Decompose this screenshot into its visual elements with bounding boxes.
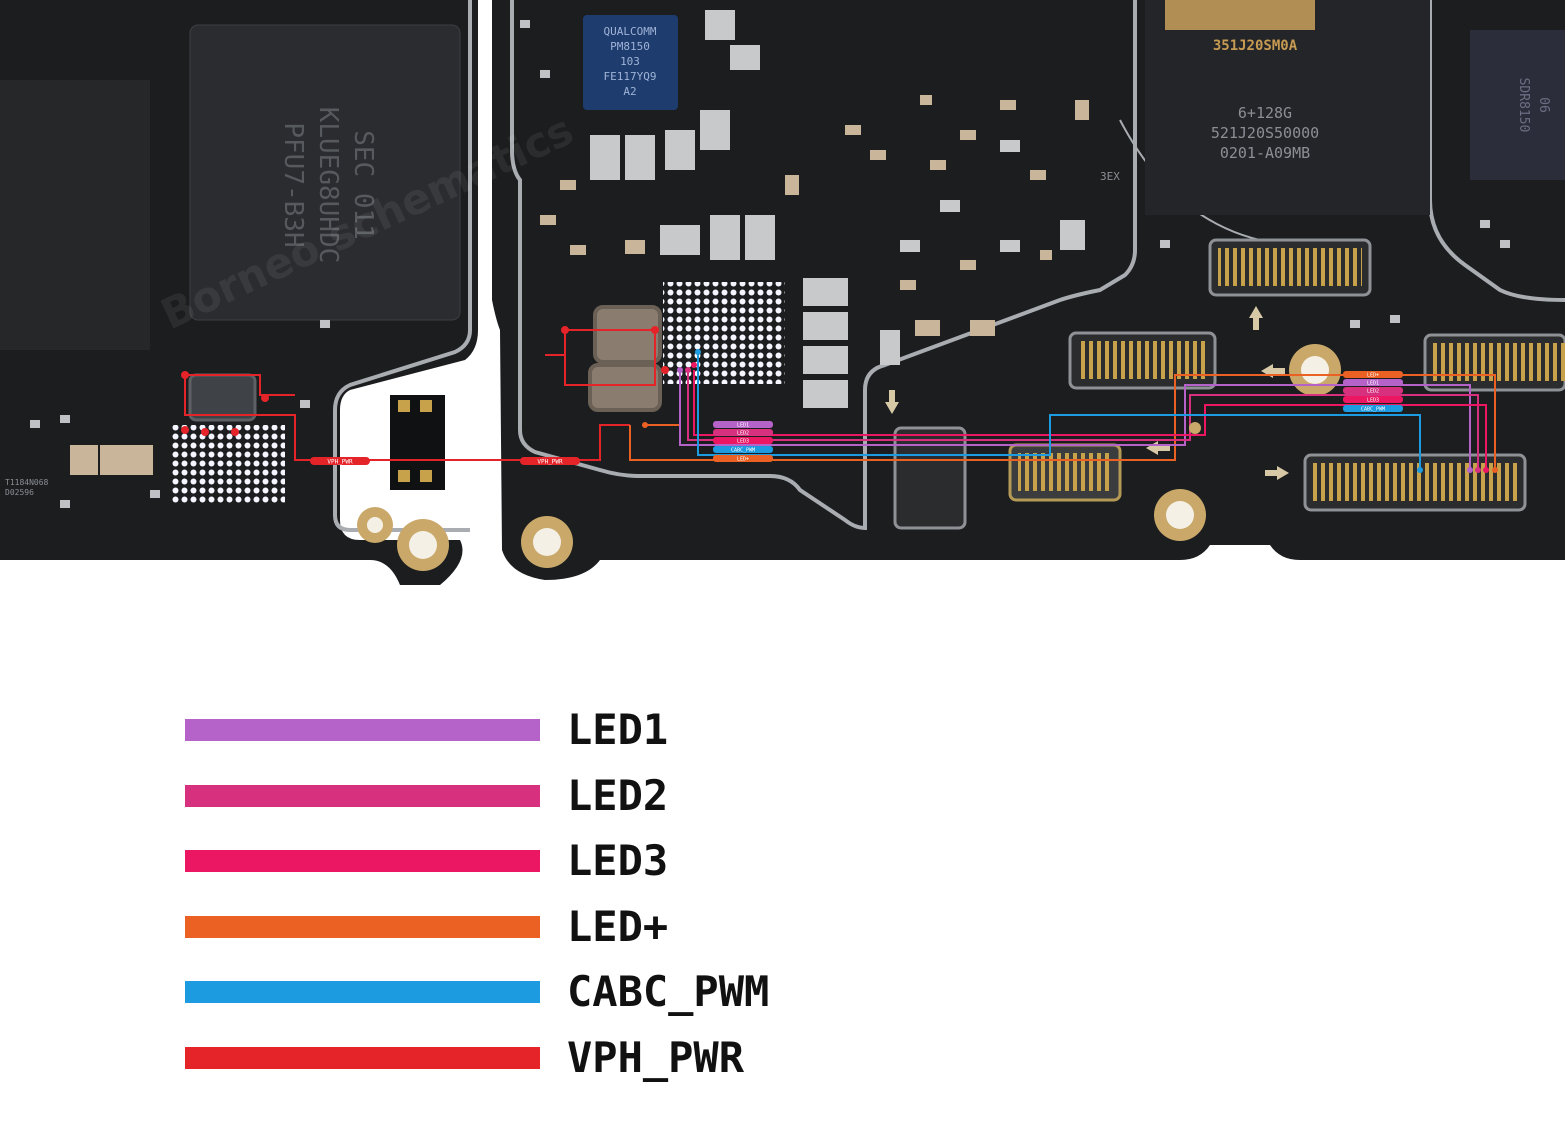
right-tag-cabc-pwm: CABC_PWM — [1361, 407, 1385, 413]
passive-components — [30, 10, 1510, 508]
center-tag-led1: LED1 — [737, 423, 749, 429]
memory-label-1: SEC 011 — [348, 130, 378, 240]
legend-swatch-led-plus — [185, 915, 540, 938]
pmic-label-4: FE117YQ9 — [604, 70, 657, 83]
vph-pwr-tag-right-text: VPH_PWR — [537, 459, 563, 466]
shield-outlines — [333, 0, 1565, 532]
legend-label-led-plus: LED+ — [567, 901, 669, 951]
legend-item-led3: LED3 — [185, 836, 885, 902]
legend-swatch-led2 — [185, 784, 540, 807]
pmic-label-1: QUALCOMM — [604, 25, 657, 38]
right-net-tags: LED+ LED1 LED2 LED3 CABC_PWM — [1343, 371, 1403, 413]
vph-pwr-tag-left-text: VPH_PWR — [327, 459, 353, 466]
bga-pads-left — [170, 425, 285, 505]
legend-item-vph-pwr: VPH_PWR — [185, 1033, 885, 1099]
ram-chip: 351J20SM0A 6+128G 521J20S50000 0201-A09M… — [1145, 0, 1430, 215]
memory-label-2: KLUEG8UHDC — [313, 107, 343, 264]
memory-label-3: PFU7-B3H — [278, 122, 308, 247]
legend: LED1 LED2 LED3 LED+ CABC_PWM VPH_PWR — [185, 705, 885, 1098]
legend-swatch-cabc-pwm — [185, 981, 540, 1003]
trace-led3 — [693, 370, 1487, 470]
rf-label-1: SDR8150 — [1516, 78, 1531, 133]
pmic-label-2: PM8150 — [610, 40, 650, 53]
rf-chip: SDR8150 06 — [1470, 30, 1565, 180]
left-ic-label-2: D02596 — [5, 488, 34, 497]
legend-item-led2: LED2 — [185, 771, 885, 837]
left-ic-label-1: T1184N068 — [5, 478, 49, 487]
legend-label-led1: LED1 — [567, 705, 669, 754]
center-tag-led-plus: LED+ — [737, 457, 749, 463]
legend-label-cabc-pwm: CABC_PWM — [567, 967, 770, 1016]
trace-led-plus — [629, 374, 1496, 470]
pmic-chip: QUALCOMM PM8150 103 FE117YQ9 A2 — [583, 15, 678, 110]
legend-swatch-led3 — [185, 850, 540, 872]
legend-item-cabc-pwm: CABC_PWM — [185, 967, 885, 1033]
center-tag-led2: LED2 — [737, 431, 749, 437]
ram-label-1: 6+128G — [1238, 104, 1292, 122]
small-ic-label: 3EX — [1100, 170, 1120, 183]
bga-pads-center — [663, 282, 785, 384]
trace-vph-pwr — [181, 326, 669, 461]
legend-item-led-plus: LED+ — [185, 902, 885, 968]
legend-item-led1: LED1 — [185, 705, 885, 771]
trace-led2 — [687, 370, 1479, 470]
ram-label-2: 521J20S50000 — [1211, 124, 1319, 142]
legend-label-led3: LED3 — [567, 836, 669, 885]
right-tag-led-plus: LED+ — [1367, 373, 1379, 379]
legend-label-led2: LED2 — [567, 770, 669, 820]
inductors — [188, 305, 662, 422]
pmic-label-3: 103 — [620, 55, 640, 68]
pmic-label-5: A2 — [623, 85, 636, 98]
ram-label-3: 0201-A09MB — [1220, 144, 1310, 162]
right-tag-led2: LED2 — [1367, 389, 1379, 395]
center-tag-cabc-pwm: CABC_PWM — [731, 448, 755, 454]
trace-cabc-pwm — [697, 352, 1421, 470]
storage-chip — [0, 80, 150, 350]
pcb-board: SEC 011 KLUEG8UHDC PFU7-B3H QUALCOMM PM8… — [0, 0, 1565, 585]
rf-label-2: 06 — [1536, 97, 1551, 113]
right-tag-led1: LED1 — [1367, 381, 1379, 387]
legend-swatch-led1 — [185, 719, 540, 741]
trace-via-points — [642, 349, 1498, 473]
vph-pwr-tag-left: VPH_PWR — [310, 457, 370, 466]
right-tag-led3: LED3 — [1367, 398, 1379, 404]
connectors — [390, 238, 1565, 530]
mounting-holes — [357, 344, 1341, 571]
ram-top-label: 351J20SM0A — [1213, 38, 1298, 54]
vph-pwr-tag-right: VPH_PWR — [520, 457, 580, 466]
legend-swatch-vph-pwr — [185, 1046, 540, 1069]
center-tag-led3: LED3 — [737, 439, 749, 445]
memory-chip: SEC 011 KLUEG8UHDC PFU7-B3H — [189, 24, 461, 321]
center-net-tags: LED1 LED2 LED3 CABC_PWM LED+ — [713, 421, 773, 463]
legend-label-vph-pwr: VPH_PWR — [567, 1032, 745, 1082]
